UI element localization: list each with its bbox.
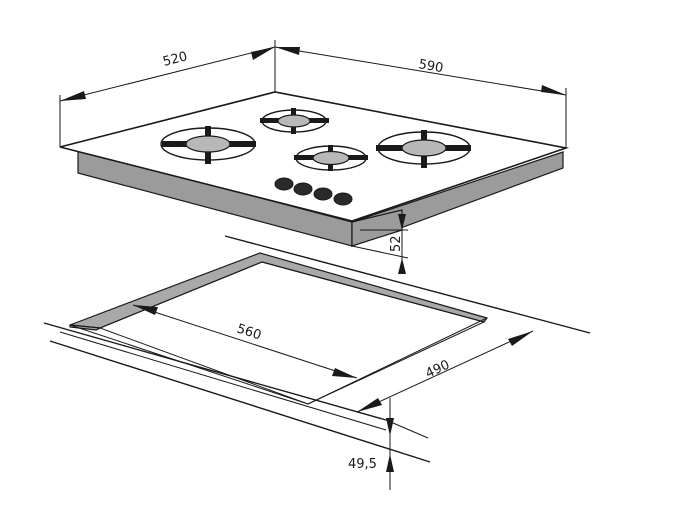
cutout-depth-label: 490 bbox=[423, 358, 452, 382]
cutout-width-label: 560 bbox=[235, 322, 263, 344]
dimension-cutout-width: 560 bbox=[132, 304, 358, 379]
burner-medium-front bbox=[294, 145, 368, 171]
burner-large-left bbox=[160, 126, 256, 164]
worktop-cutout-rim bbox=[69, 252, 489, 329]
dimension-hob-depth: 520 bbox=[59, 40, 276, 147]
knob-1 bbox=[274, 177, 294, 191]
hob-width-label: 590 bbox=[417, 57, 444, 76]
hob-depth-label: 520 bbox=[161, 49, 189, 70]
hob bbox=[59, 91, 570, 247]
worktop-front-edge-top bbox=[43, 322, 387, 421]
knob-4 bbox=[333, 192, 353, 206]
knob-3 bbox=[313, 187, 333, 201]
worktop bbox=[43, 235, 591, 463]
worktop-cutout-opening bbox=[98, 261, 486, 405]
dimension-cutout-depth: 490 bbox=[356, 330, 534, 413]
dimension-hob-height: 52 bbox=[351, 210, 409, 274]
hob-height-label: 52 bbox=[389, 235, 404, 252]
dimension-worktop-thickness: 49,5 bbox=[348, 398, 394, 490]
control-knobs bbox=[274, 177, 353, 206]
worktop-back-edge bbox=[224, 235, 591, 334]
worktop-front-edge-bottom bbox=[49, 340, 431, 463]
dimension-hob-width: 590 bbox=[274, 46, 567, 148]
worktop-thickness-label: 49,5 bbox=[348, 457, 377, 472]
burner-large-right bbox=[376, 130, 471, 168]
knob-2 bbox=[293, 182, 313, 196]
burner-small-back bbox=[260, 108, 329, 134]
